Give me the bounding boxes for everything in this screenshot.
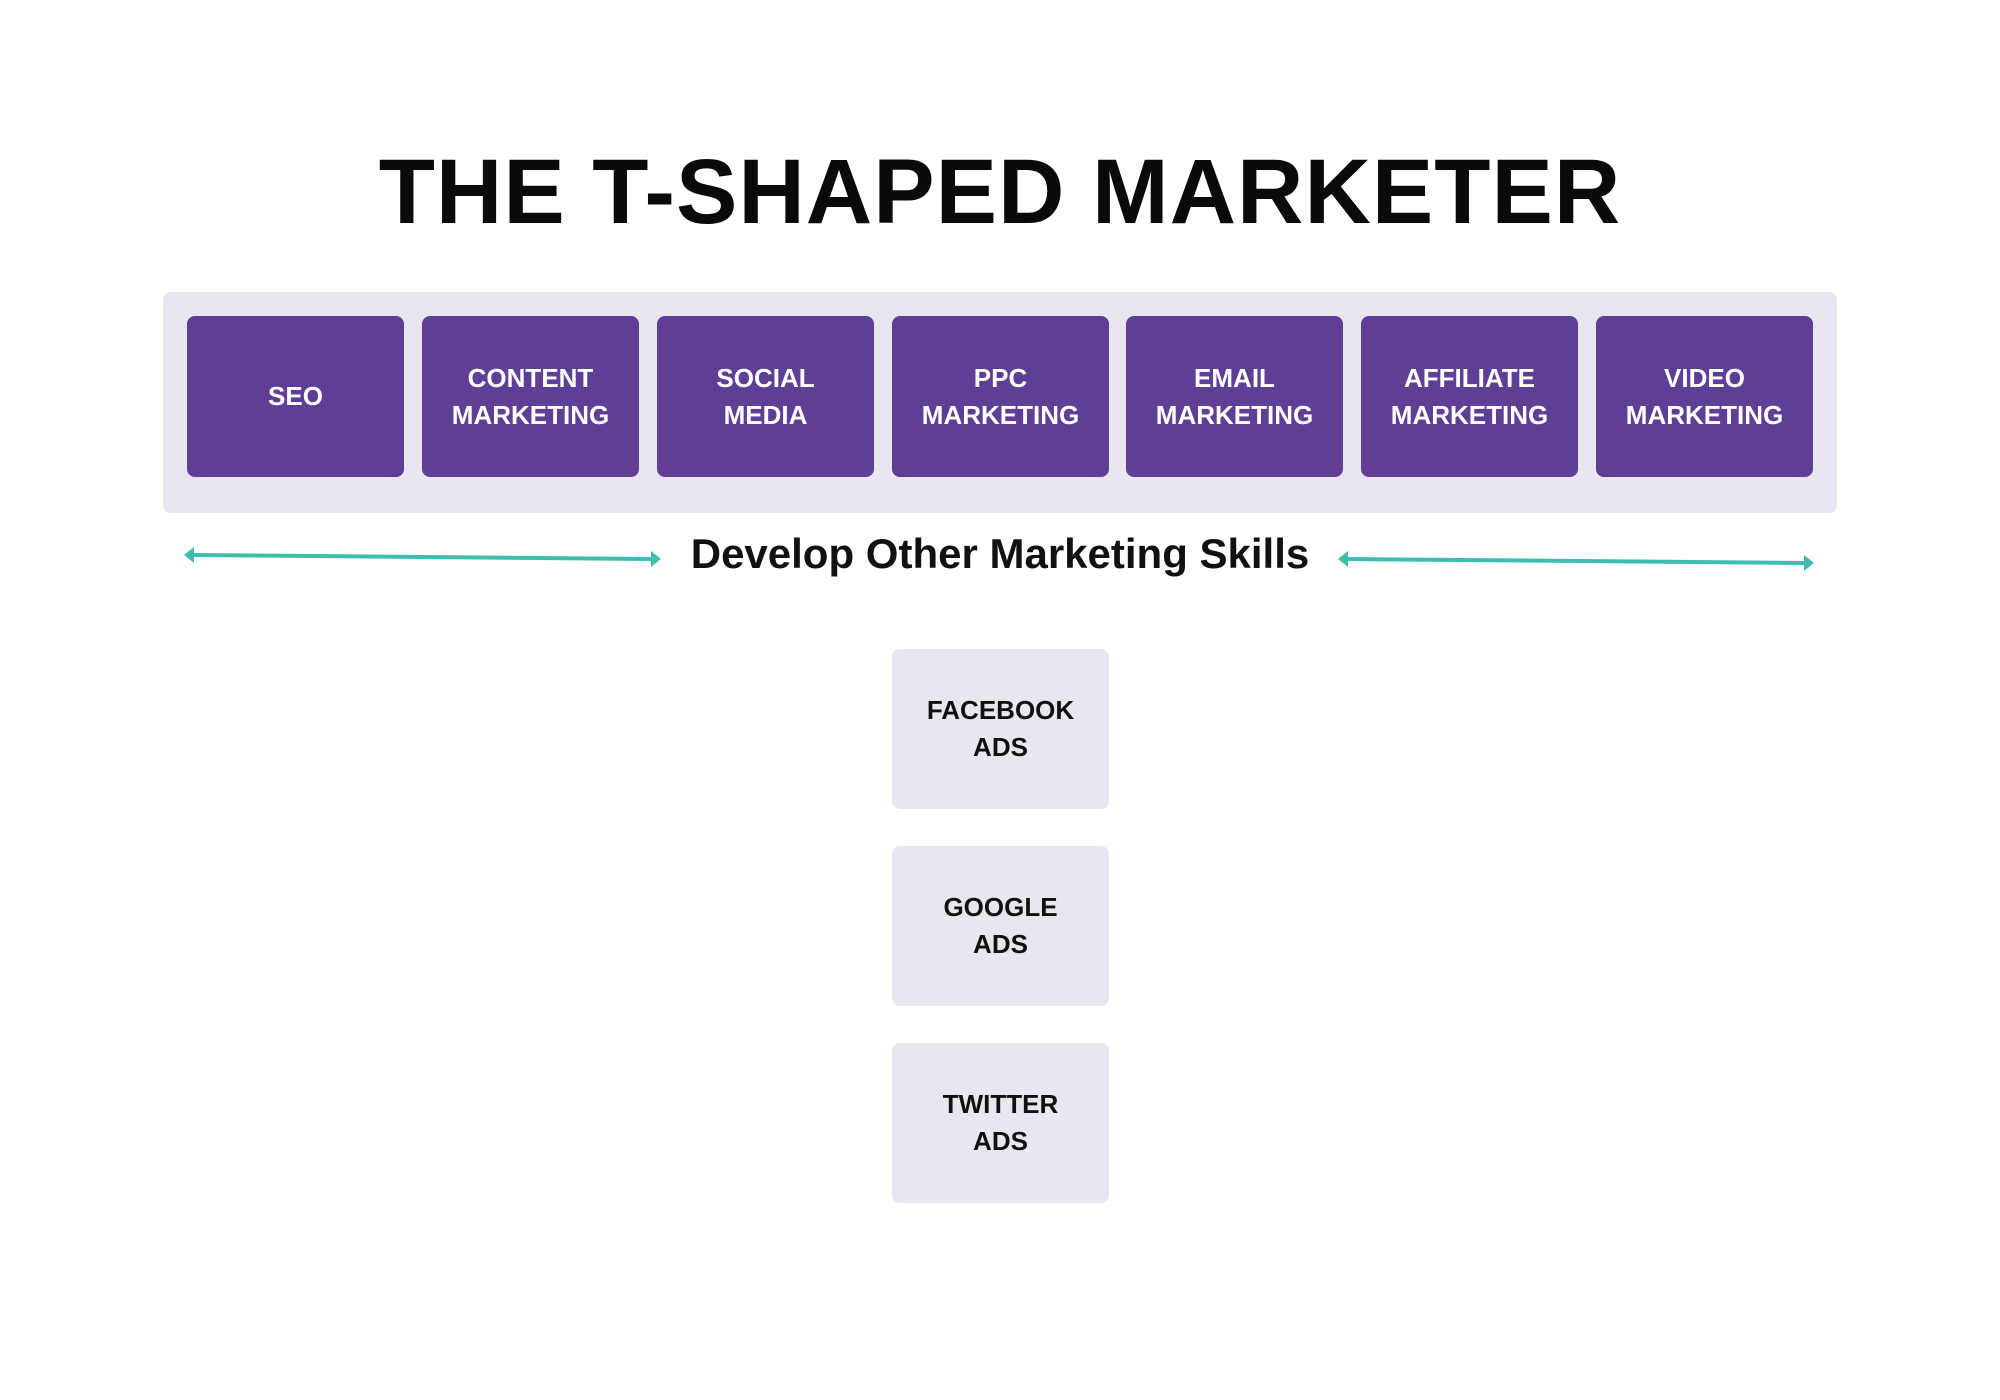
skill-box-social-media: SOCIAL MEDIA <box>657 316 874 477</box>
left-double-arrow-icon <box>184 547 661 567</box>
subtitle: Develop Other Marketing Skills <box>690 530 1310 577</box>
skill-box-seo: SEO <box>187 316 404 477</box>
skill-label: MARKETING <box>1155 399 1314 430</box>
skill-label: SOCIAL <box>716 362 815 393</box>
skill-label: PPC <box>973 362 1028 393</box>
skill-label: TWITTER <box>942 1089 1059 1119</box>
skill-label: MARKETING <box>1625 399 1784 430</box>
skill-label: ADS <box>973 732 1028 762</box>
skill-label: MARKETING <box>451 399 610 430</box>
skill-label: EMAIL <box>1194 362 1275 393</box>
skill-box-email-marketing: EMAIL MARKETING <box>1126 316 1343 477</box>
deep-skill-box-google-ads: GOOGLE ADS <box>892 846 1109 1006</box>
skill-box-content-marketing: CONTENT MARKETING <box>422 316 639 477</box>
skill-box-video-marketing: VIDEO MARKETING <box>1596 316 1813 477</box>
skill-label: CONTENT <box>467 362 594 393</box>
deep-skill-box-facebook-ads: FACEBOOK ADS <box>892 649 1109 809</box>
deep-skill-box-twitter-ads: TWITTER ADS <box>892 1043 1109 1203</box>
right-double-arrow-icon <box>1338 551 1814 571</box>
skill-box-ppc-marketing: PPC MARKETING <box>892 316 1109 477</box>
skill-label: VIDEO <box>1664 362 1745 393</box>
skill-label: MARKETING <box>1390 399 1549 430</box>
skill-label: AFFILIATE <box>1404 362 1535 393</box>
skill-label: ADS <box>973 1126 1028 1156</box>
page-title: THE T-SHAPED MARKETER <box>378 141 1622 243</box>
skill-label: MEDIA <box>723 399 808 430</box>
skill-box-affiliate-marketing: AFFILIATE MARKETING <box>1361 316 1578 477</box>
skill-label: SEO <box>268 381 323 411</box>
skill-label: GOOGLE <box>943 892 1058 922</box>
skill-label: FACEBOOK <box>926 695 1075 725</box>
skill-label: ADS <box>973 929 1028 959</box>
skill-label: MARKETING <box>921 399 1080 430</box>
